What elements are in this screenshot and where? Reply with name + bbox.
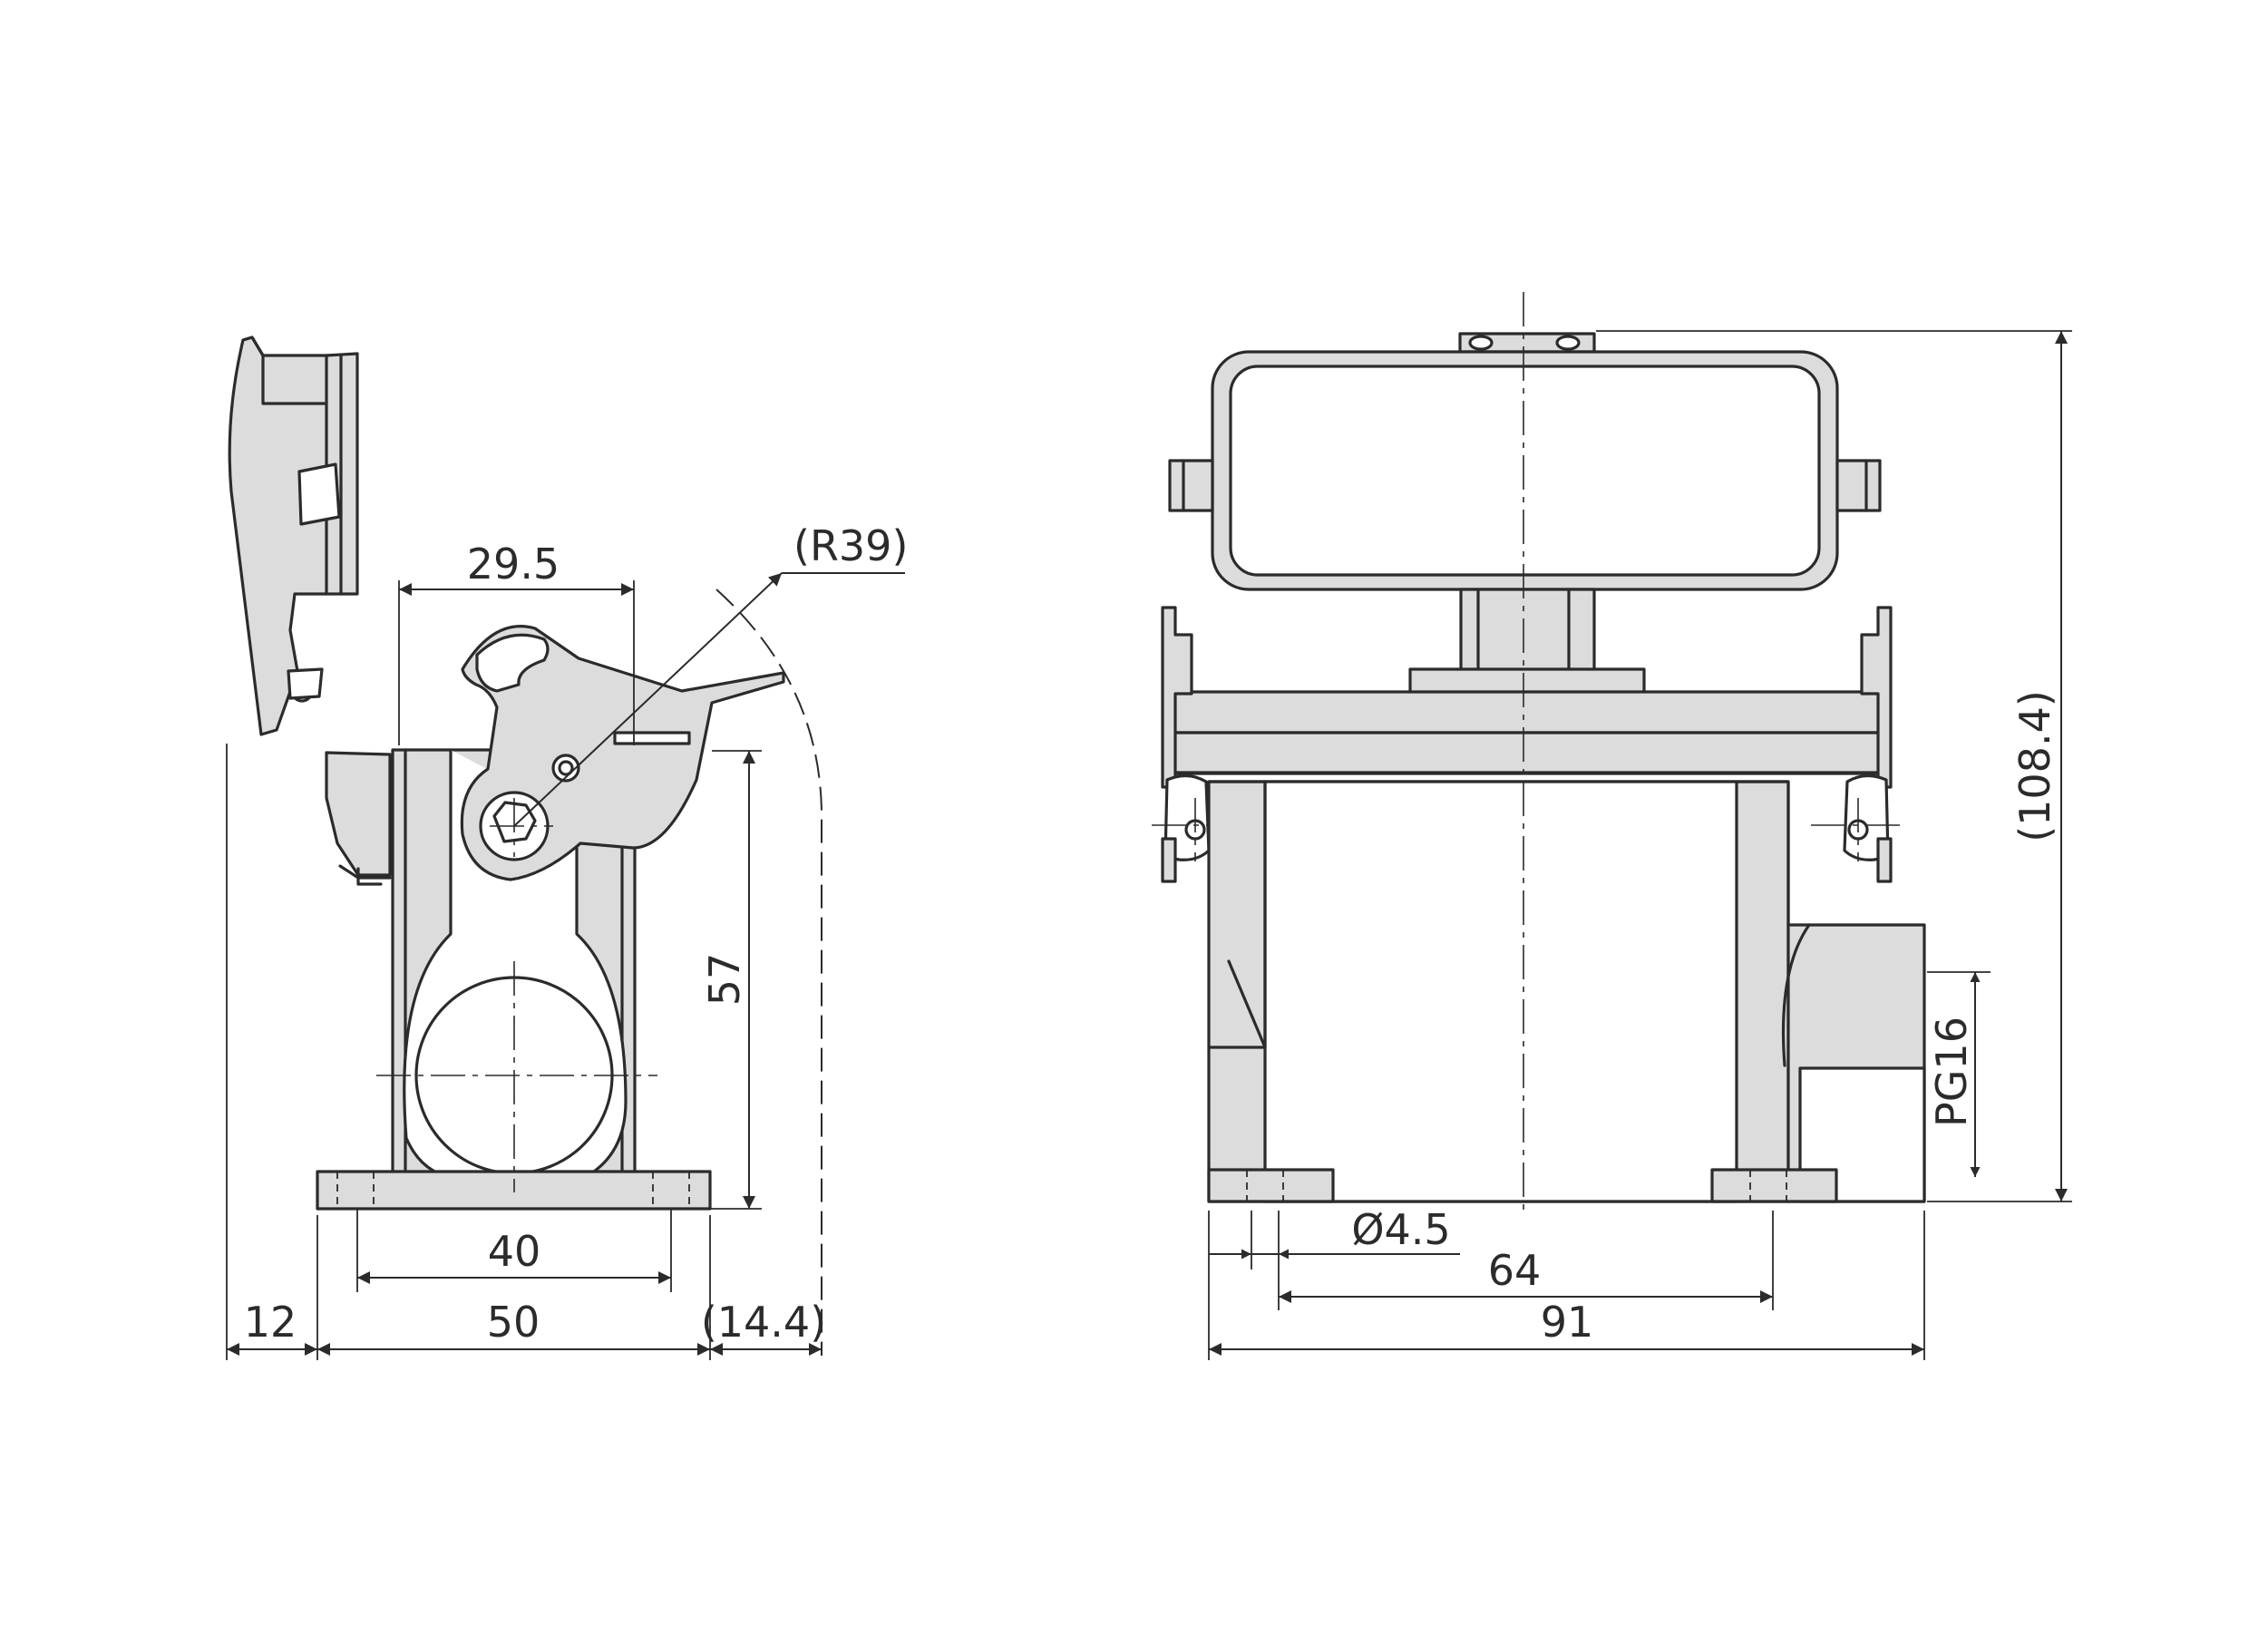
front-top-frame: [1165, 690, 1888, 775]
dim-91: 91: [1209, 1298, 1924, 1356]
latch-left: [1152, 606, 1242, 883]
front-mounting-feet: [1207, 1168, 1838, 1203]
dim-57: 57: [700, 751, 755, 1209]
dim-40-label: 40: [488, 1227, 541, 1276]
dim-r39: (R39): [513, 521, 908, 827]
dim-40: 40: [357, 1227, 671, 1284]
dim-hole-diameter-label: Ø4.5: [1351, 1205, 1450, 1254]
dim-14-4-label: (14.4): [701, 1298, 826, 1347]
hinge-post: [1408, 588, 1646, 695]
dim-r39-label: (R39): [793, 521, 908, 570]
dim-bottom-chain: 12 50 (14.4): [227, 1298, 826, 1356]
dim-29-5-label: 29.5: [467, 540, 560, 589]
dim-pg16: PG16: [1927, 972, 1981, 1177]
open-cover: [228, 336, 392, 886]
lever-swing-arc: [715, 589, 823, 1356]
dim-hole-diameter: Ø4.5: [1209, 1205, 1460, 1260]
side-view: 29.5 (R39) 57 40 12 50 (14.4): [226, 336, 908, 1360]
dim-29-5: 29.5: [399, 540, 634, 596]
dim-108-4: (108.4): [2010, 331, 2068, 1201]
dim-57-label: 57: [700, 953, 749, 1007]
cable-entry: [1781, 923, 1926, 1203]
dim-64: 64: [1279, 1246, 1773, 1303]
dim-pg16-label: PG16: [1927, 1017, 1976, 1127]
dim-108-4-label: (108.4): [2010, 690, 2059, 842]
front-cover: [1168, 332, 1882, 591]
front-view: (108.4) PG16 Ø4.5 64 91: [1152, 292, 2072, 1360]
dim-91-label: 91: [1541, 1298, 1594, 1347]
dim-50-label: 50: [487, 1298, 540, 1347]
dim-64-label: 64: [1488, 1246, 1542, 1295]
latch-right: [1811, 606, 1902, 883]
locking-lever: [460, 625, 785, 881]
dim-12-label: 12: [244, 1298, 297, 1347]
front-housing-body: [1207, 780, 1790, 1203]
